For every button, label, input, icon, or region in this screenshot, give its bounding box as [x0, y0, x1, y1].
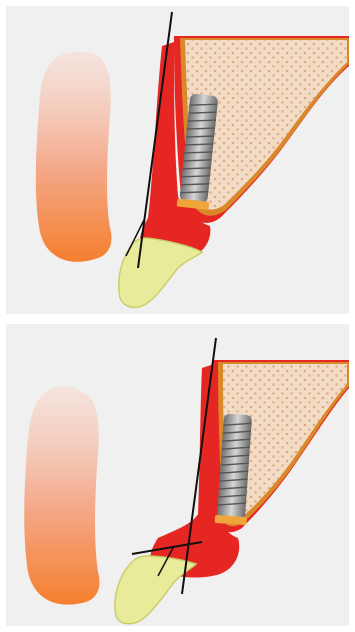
- panel-top-diagram: [6, 6, 349, 314]
- upper-lip: [36, 52, 112, 262]
- panel-top: [6, 6, 349, 314]
- panel-bottom-diagram: [6, 324, 349, 626]
- panel-bottom: [6, 324, 349, 626]
- upper-lip: [24, 386, 99, 605]
- tooth-crown: [119, 238, 202, 307]
- tooth-crown: [115, 556, 196, 624]
